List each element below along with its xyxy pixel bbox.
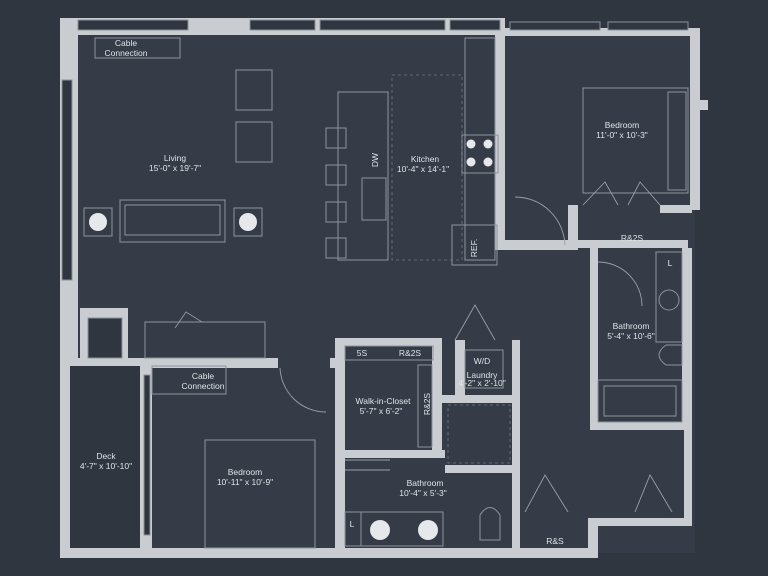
- kitchen-dims: 10'-4" x 14'-1": [397, 164, 449, 174]
- deck-name: Deck: [96, 451, 116, 461]
- bathroom-bottom-name: Bathroom: [407, 478, 444, 488]
- bedroom-top-fixtures: [514, 87, 689, 246]
- cable-label-bottom: Cable: [192, 371, 214, 381]
- cable-label-top: Cable: [115, 38, 137, 48]
- rs2-vertical-label: R&2S: [422, 393, 432, 416]
- rs-bottom-label: R&S: [546, 536, 564, 546]
- kitchen-fixtures: [325, 37, 499, 266]
- wd-label: W/D: [474, 356, 491, 366]
- linen-right-label: L: [668, 258, 673, 268]
- service-fixtures: [279, 304, 673, 547]
- bathroom-right-dims: 5'-4" x 10'-6": [607, 331, 655, 341]
- living-furniture: [83, 37, 273, 359]
- bathroom-bottom-dims: 10'-4" x 5'-3": [399, 488, 447, 498]
- windows: [61, 19, 689, 536]
- bedroom-bottom-fixtures: [151, 365, 316, 549]
- laundry-dims: 4'-2" x 2'-10": [458, 378, 506, 388]
- bedroom-bottom-dims: 10'-11" x 10'-9": [217, 477, 273, 487]
- bathroom-right-name: Bathroom: [613, 321, 650, 331]
- cable-label-bottom-2: Connection: [181, 381, 224, 391]
- dw-label: DW: [370, 153, 380, 167]
- bedroom-bottom-name: Bedroom: [228, 467, 263, 477]
- living-name: Living: [164, 153, 186, 163]
- ref-label: REF.: [469, 239, 479, 257]
- closet-name: Walk-in-Closet: [356, 396, 412, 406]
- bathroom-right-fixtures: [597, 251, 683, 423]
- linen-bottom-label: L: [350, 519, 355, 529]
- cable-label-top-2: Connection: [104, 48, 147, 58]
- deck-dims: 4'-7" x 10'-10": [80, 461, 132, 471]
- bedroom-top-name: Bedroom: [605, 120, 640, 130]
- bedroom-top-dims: 11'-0" x 10'-3": [596, 130, 648, 140]
- kitchen-name: Kitchen: [411, 154, 440, 164]
- ss-label: 5S: [357, 348, 368, 358]
- rs2-top-label: R&2S: [621, 233, 644, 243]
- living-dims: 15'-0" x 19'-7": [149, 163, 201, 173]
- laundry-name: Laundry: [467, 370, 498, 380]
- rs2-closet-label: R&2S: [399, 348, 422, 358]
- closet-dims: 5'-7" x 6'-2": [360, 406, 403, 416]
- floor-area: [60, 28, 695, 553]
